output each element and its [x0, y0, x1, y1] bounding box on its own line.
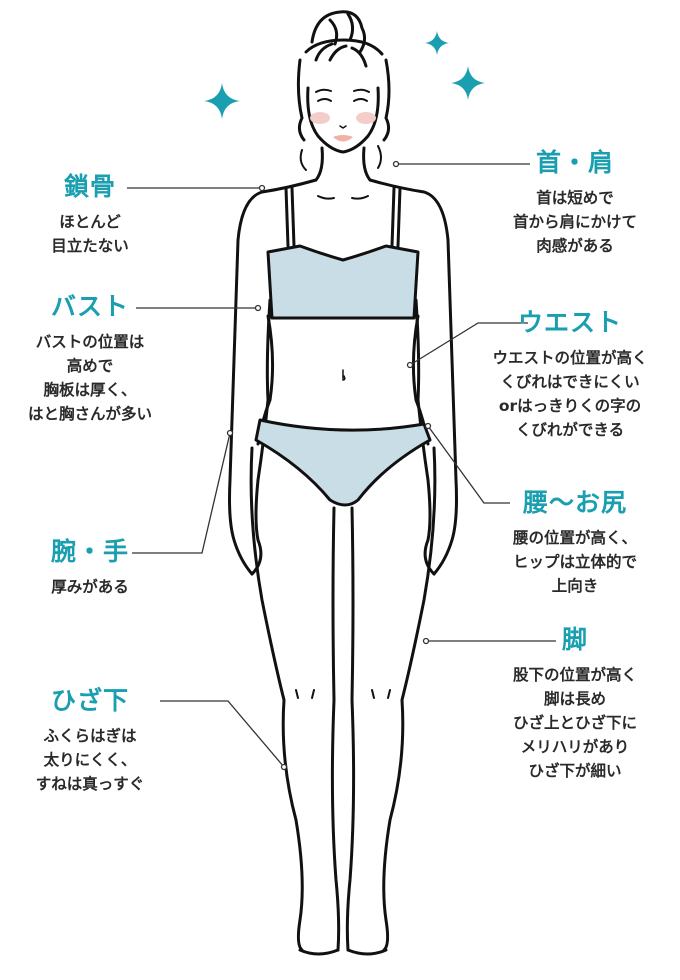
label-title: バスト — [50, 292, 129, 321]
label-clavicle: 鎖骨 ほとんど 目立たない — [5, 172, 175, 258]
label-leg: 脚 股下の位置が高く 脚は長め ひざ上とひざ下に メリハリがあり ひざ下が細い — [490, 625, 660, 783]
label-bust: バスト バストの位置は 高めで 胸板は厚く、 はと胸さんが多い — [0, 292, 180, 426]
briefs — [254, 418, 432, 507]
label-below-knee: ひざ下 ふくらはぎは 太りにくく、 すねは真っすぐ — [5, 686, 175, 796]
label-description: ほとんど 目立たない — [51, 213, 129, 255]
label-description: ふくらはぎは 太りにくく、 すねは真っすぐ — [35, 727, 145, 793]
lips — [333, 135, 353, 142]
label-description: 腰の位置が高く、 ヒップは立体的で 上向き — [512, 529, 637, 595]
label-waist: ウエスト ウエストの位置が高く くびれはできにくい orはっきりくの字の くびれ… — [470, 308, 670, 442]
label-description: 厚みがある — [51, 578, 129, 596]
label-title: 腕・手 — [50, 537, 129, 566]
label-description: バストの位置は 高めで 胸板は厚く、 はと胸さんが多い — [27, 333, 152, 423]
label-description: ウエストの位置が高く くびれはできにくい orはっきりくの字の くびれができる — [492, 349, 648, 439]
figure-outline — [228, 10, 458, 956]
label-description: 股下の位置が高く 脚は長め ひざ上とひざ下に メリハリがあり ひざ下が細い — [512, 666, 637, 780]
label-title: 腰～お尻 — [522, 488, 627, 517]
bra — [266, 244, 420, 320]
label-title: 鎖骨 — [63, 172, 116, 201]
leader-lines — [127, 163, 556, 768]
label-neck-shoulder: 首・肩 首は短めで 首から肩にかけて 肉感がある — [490, 148, 660, 258]
label-description: 首は短めで 首から肩にかけて 肉感がある — [512, 189, 637, 255]
cheek-right — [356, 112, 376, 124]
leader-line-endpoints — [226, 160, 432, 771]
sparkle-left-icon — [204, 83, 240, 119]
sparkle-icons — [204, 31, 485, 119]
label-title: ひざ下 — [50, 686, 129, 715]
label-title: 首・肩 — [535, 148, 614, 177]
label-title: ウエスト — [517, 308, 622, 337]
sparkle-large-icon — [451, 66, 485, 100]
sparkle-small-icon — [425, 31, 449, 55]
label-title: 脚 — [561, 625, 588, 654]
label-arm-hand: 腕・手 厚みがある — [10, 537, 170, 599]
label-hip: 腰～お尻 腰の位置が高く、 ヒップは立体的で 上向き — [490, 488, 660, 598]
cheek-left — [310, 112, 330, 124]
